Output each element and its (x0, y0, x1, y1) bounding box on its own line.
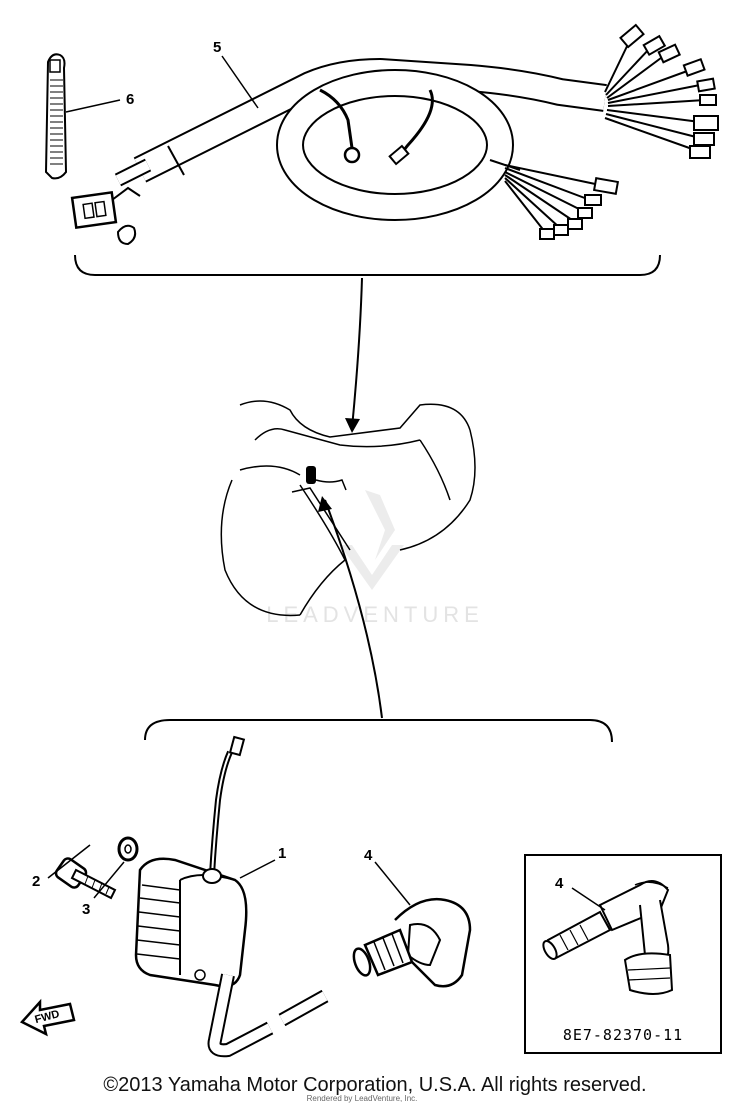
callout-4: 4 (364, 847, 373, 864)
callout-2: 2 (32, 873, 40, 890)
part-code: 8E7-82370-11 (563, 1026, 683, 1044)
cable-tie-part-6: 6 (44, 53, 134, 180)
copyright-notice: ©2013 Yamaha Motor Corporation, U.S.A. A… (103, 1074, 647, 1096)
cdi-unit-part-1: 1 (134, 735, 329, 1058)
callout-6: 6 (126, 91, 134, 108)
plug-cap-part-4: 4 (352, 847, 472, 988)
callout-5: 5 (213, 39, 221, 56)
cdi-location-arrow (324, 499, 383, 719)
harness-location-arrow (351, 277, 363, 429)
callout-1: 1 (278, 845, 286, 862)
cdi-location-marker (306, 466, 347, 491)
bolt-part-2: 2 (32, 844, 117, 900)
inset-box: 4 8E7-82370-11 (524, 854, 722, 1054)
rendered-by-text: Rendered by LeadVenture, Inc. (307, 1094, 418, 1103)
watermark-text: LEADVENTURE (266, 602, 484, 627)
bottom-group-bracket (144, 719, 613, 743)
top-group-bracket (74, 254, 661, 276)
leadventure-watermark: LEADVENTURE (266, 490, 484, 627)
washer-part-3: 3 (82, 836, 139, 918)
wire-harness-part-5: 5 (70, 23, 719, 246)
fwd-arrow: FWD (19, 998, 76, 1037)
callout-3: 3 (82, 901, 90, 918)
motorcycle-outline (220, 400, 476, 617)
inset-callout-4: 4 (555, 875, 564, 892)
